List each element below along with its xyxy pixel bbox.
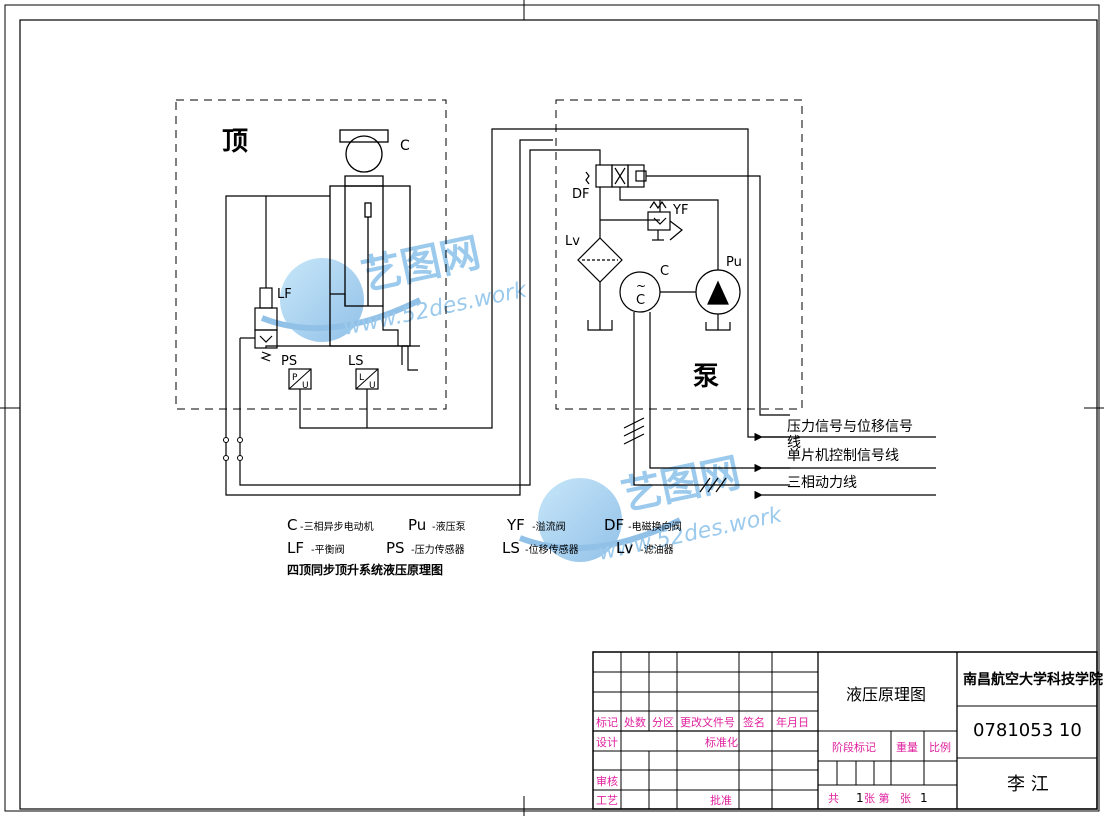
jack-group-label: 顶	[222, 127, 248, 157]
hydraulic-pump-pu	[695, 269, 741, 331]
pump-motor-c	[619, 271, 790, 469]
line-label-pressure-signal-wrap: 线	[787, 435, 801, 451]
tb-total-value: 1	[856, 791, 864, 805]
tb-header-mark: 标记	[596, 715, 618, 729]
legend-c-desc: -三相异步电动机	[300, 520, 374, 533]
legend-pu-desc: -液压泵	[432, 520, 466, 533]
tb-drawing-title: 液压原理图	[846, 685, 926, 704]
displacement-sensor-ls: L U	[355, 368, 379, 391]
title-block	[592, 651, 1098, 810]
tb-scale: 比例	[929, 740, 951, 754]
pressure-sensor-ps: P U	[288, 368, 312, 391]
balance-valve-lf	[254, 287, 278, 362]
signal-lines	[754, 432, 936, 500]
pump-motor-tilde: ~	[636, 279, 646, 293]
ps-sensor-p: P	[292, 373, 298, 383]
tb-row-design: 设计	[596, 736, 618, 749]
tb-school: 南昌航空大学科技学院	[963, 671, 1103, 688]
tb-header-count: 处数	[624, 716, 646, 729]
tb-sheet-label-2: 张	[900, 792, 911, 805]
legend-pu-code: Pu	[408, 516, 426, 534]
jack-group-box	[175, 99, 447, 410]
legend-ls-desc: -位移传感器	[525, 543, 579, 556]
ps-sensor-u: U	[302, 381, 309, 391]
legend-df-desc: -电磁换向阀	[628, 520, 682, 533]
pump-motor-label: C	[660, 264, 669, 279]
legend-ps-code: PS	[386, 539, 405, 557]
legend-yf-code: YF	[506, 516, 525, 534]
oil-filter-lv	[577, 237, 623, 331]
relief-valve-label: YF	[672, 203, 688, 218]
pump-group-label: 泵	[693, 362, 719, 392]
tb-drawing-number: 0781053 10	[973, 720, 1082, 741]
legend-c-code: C	[287, 516, 297, 534]
line-break-switch	[223, 437, 243, 461]
tb-total-label: 共	[828, 792, 839, 805]
relief-valve-yf	[647, 200, 683, 241]
solenoid-valve-df	[585, 164, 750, 270]
tb-row-approve: 批准	[710, 793, 732, 807]
legend-ps-desc: -压力传感器	[411, 543, 465, 556]
legend-lf-code: LF	[287, 539, 304, 557]
legend-df-code: DF	[604, 516, 624, 534]
tb-header-doc: 更改文件号	[680, 715, 735, 729]
displacement-sensor-label: LS	[348, 354, 364, 369]
oil-filter-label: Lv	[565, 234, 580, 249]
line-label-power: 三相动力线	[787, 475, 857, 491]
legend-lv-desc: -滤油器	[640, 543, 674, 556]
tb-header-sign: 签名	[743, 715, 765, 729]
power-line	[623, 175, 790, 493]
line-label-pressure-signal: 压力信号与位移信号	[787, 419, 913, 435]
ls-sensor-l: L	[359, 373, 364, 383]
tb-sheet-label: 张 第	[864, 791, 890, 805]
tb-header-zone: 分区	[652, 716, 674, 729]
tb-header-date: 年月日	[776, 715, 809, 729]
balance-valve-label: LF	[277, 287, 292, 302]
tb-sheet-value: 1	[920, 791, 928, 805]
legend-lv-code: Lv	[616, 539, 633, 557]
tb-row-review: 审核	[596, 774, 618, 788]
legend-yf-desc: -溢流阀	[532, 520, 566, 533]
line-label-mcu-signal: 单片机控制信号线	[787, 448, 899, 464]
watermark-logo-1: 艺图网 www.52des.work	[260, 230, 530, 342]
title-block-text: 标记 处数 分区 更改文件号 签名 年月日 设计 标准化 审核 工艺 批准 液压…	[596, 671, 1103, 807]
tb-weight: 重量	[896, 740, 918, 754]
motor-c-top-label: C	[400, 138, 410, 154]
tb-stage-mark: 阶段标记	[832, 740, 876, 754]
tb-row-standard: 标准化	[705, 735, 738, 749]
pressure-sensor-label: PS	[281, 354, 297, 369]
hydraulic-pump-label: Pu	[726, 255, 742, 270]
tb-author: 李 江	[1007, 774, 1049, 795]
pump-group-box	[555, 99, 803, 410]
solenoid-valve-label: DF	[572, 187, 590, 202]
diagram-caption: 四顶同步顶升系统液压原理图	[287, 562, 443, 577]
legend-lf-desc: -平衡阀	[311, 543, 345, 556]
ls-sensor-u: U	[369, 381, 376, 391]
legend: C -三相异步电动机 Pu -液压泵 YF -溢流阀 DF -电磁换向阀 LF …	[287, 516, 682, 577]
legend-ls-code: LS	[502, 539, 520, 557]
tb-row-process: 工艺	[596, 794, 618, 807]
pump-motor-c-inner: C	[636, 293, 645, 308]
